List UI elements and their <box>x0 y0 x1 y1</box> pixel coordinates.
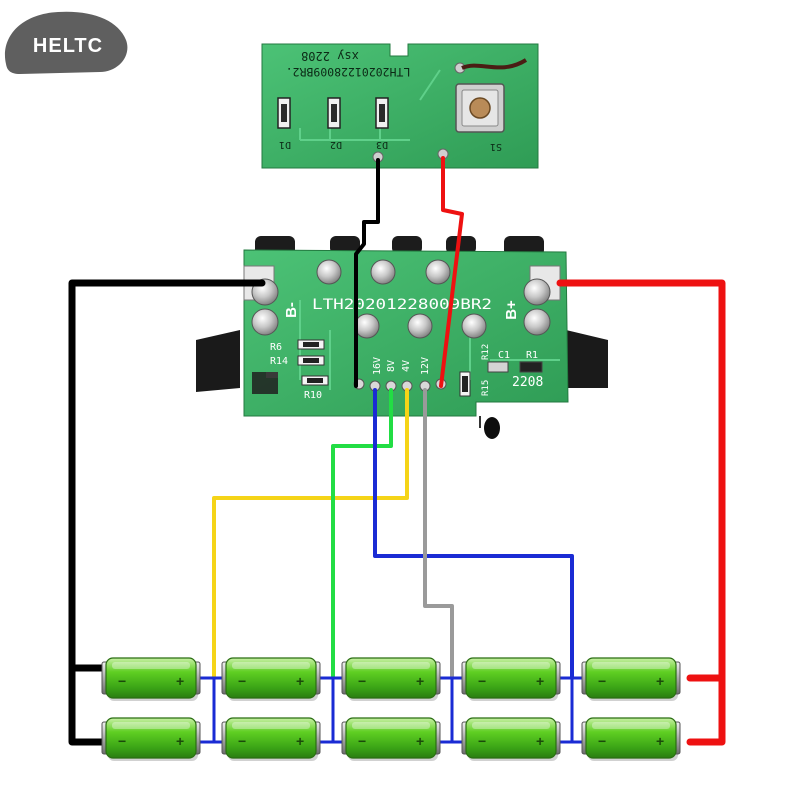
battery-cell: −+ <box>461 657 561 701</box>
wires <box>68 156 726 746</box>
wire-main-negative <box>68 279 266 746</box>
wire-main-positive <box>556 279 726 746</box>
brand-name: HELTC <box>33 35 103 57</box>
wire-indicator-black <box>354 158 380 388</box>
screw-1 <box>316 259 342 285</box>
screw-5 <box>407 313 433 339</box>
cell-minus-sign: − <box>598 673 606 689</box>
brand-logo: HELTC <box>4 11 128 74</box>
main-board: LTH20201228009BR2 B- B+ R6 R14 R10 R15 R… <box>196 236 608 439</box>
cell-minus-sign: − <box>238 733 246 749</box>
battery-cell: −+ <box>461 717 561 761</box>
indicator-part-number: LTH20201228009BR2. <box>286 65 411 79</box>
indicator-board: xsy 2208 LTH20201228009BR2. D1 D2 D3 S1 <box>261 43 539 169</box>
screw-b-minus-bottom <box>251 308 279 336</box>
cell-minus-sign: − <box>118 733 126 749</box>
label-r12: R12 <box>481 344 491 360</box>
battery-cell: −+ <box>341 657 441 701</box>
cell-plus-sign: + <box>656 733 664 749</box>
screw-6 <box>461 313 487 339</box>
tap-label-16v: 16V <box>372 357 383 375</box>
battery-cell: −+ <box>101 717 201 761</box>
indicator-internal-wire <box>461 58 528 70</box>
smd-components <box>266 339 543 397</box>
cell-plus-sign: + <box>416 733 424 749</box>
cell-minus-sign: − <box>598 733 606 749</box>
cell-plus-sign: + <box>536 673 544 689</box>
thermistor-bead <box>484 417 500 439</box>
battery-cell: −+ <box>581 657 681 701</box>
led-d2-label: D2 <box>330 139 342 150</box>
terminal-b-minus-label: B- <box>283 302 300 318</box>
battery-cell: −+ <box>341 717 441 761</box>
cell-plus-sign: + <box>296 673 304 689</box>
screw-4 <box>354 313 380 339</box>
screw-3 <box>425 259 451 285</box>
label-c1: C1 <box>498 350 510 361</box>
tap-label-4v: 4V <box>401 360 412 372</box>
battery-pack: −+−+−+−+−+−+−+−+−+−+ <box>101 657 681 761</box>
led-d2: D2 <box>327 97 342 150</box>
cell-minus-sign: − <box>478 673 486 689</box>
wire-tap-4v <box>212 388 409 680</box>
screw-2 <box>370 259 396 285</box>
cell-minus-sign: − <box>358 733 366 749</box>
cell-plus-sign: + <box>176 673 184 689</box>
cell-minus-sign: − <box>478 733 486 749</box>
wire-tap-16v <box>373 388 574 680</box>
led-d3: D3 <box>375 97 389 150</box>
battery-cell: −+ <box>101 657 201 701</box>
led-d1-label: D1 <box>279 139 291 150</box>
tap-label-8v: 8V <box>386 360 397 372</box>
cell-minus-sign: − <box>358 673 366 689</box>
led-d1: D1 <box>277 97 291 150</box>
main-board-maker: XSY <box>524 401 546 415</box>
screw-b-plus-top <box>523 278 551 306</box>
switch-s1: S1 <box>455 83 505 152</box>
switch-s1-label: S1 <box>490 141 502 152</box>
label-r15: R15 <box>481 380 491 396</box>
wire-tap-8v <box>331 388 393 680</box>
cell-plus-sign: + <box>656 673 664 689</box>
cell-plus-sign: + <box>536 733 544 749</box>
cell-plus-sign: + <box>296 733 304 749</box>
tap-label-12v: 12V <box>420 357 431 375</box>
main-board-date-code: 2208 <box>512 375 543 390</box>
label-r1: R1 <box>526 350 538 361</box>
series-links <box>194 676 594 744</box>
cell-minus-sign: − <box>238 673 246 689</box>
battery-cell: −+ <box>581 717 681 761</box>
cell-plus-sign: + <box>416 673 424 689</box>
cell-plus-sign: + <box>176 733 184 749</box>
main-board-part-number: LTH20201228009BR2 <box>312 297 492 313</box>
indicator-date-code: xsy 2208 <box>301 49 359 63</box>
label-r14: R14 <box>270 356 288 367</box>
cell-minus-sign: − <box>118 673 126 689</box>
wire-tap-12v <box>423 388 454 680</box>
label-r6: R6 <box>270 342 282 353</box>
led-d3-label: D3 <box>376 139 388 150</box>
terminal-b-plus-label: B+ <box>503 300 520 320</box>
screw-b-plus-bottom <box>523 308 551 336</box>
battery-cell: −+ <box>221 657 321 701</box>
battery-cell: −+ <box>221 717 321 761</box>
label-r10: R10 <box>304 390 322 401</box>
wire-indicator-red <box>439 156 464 388</box>
